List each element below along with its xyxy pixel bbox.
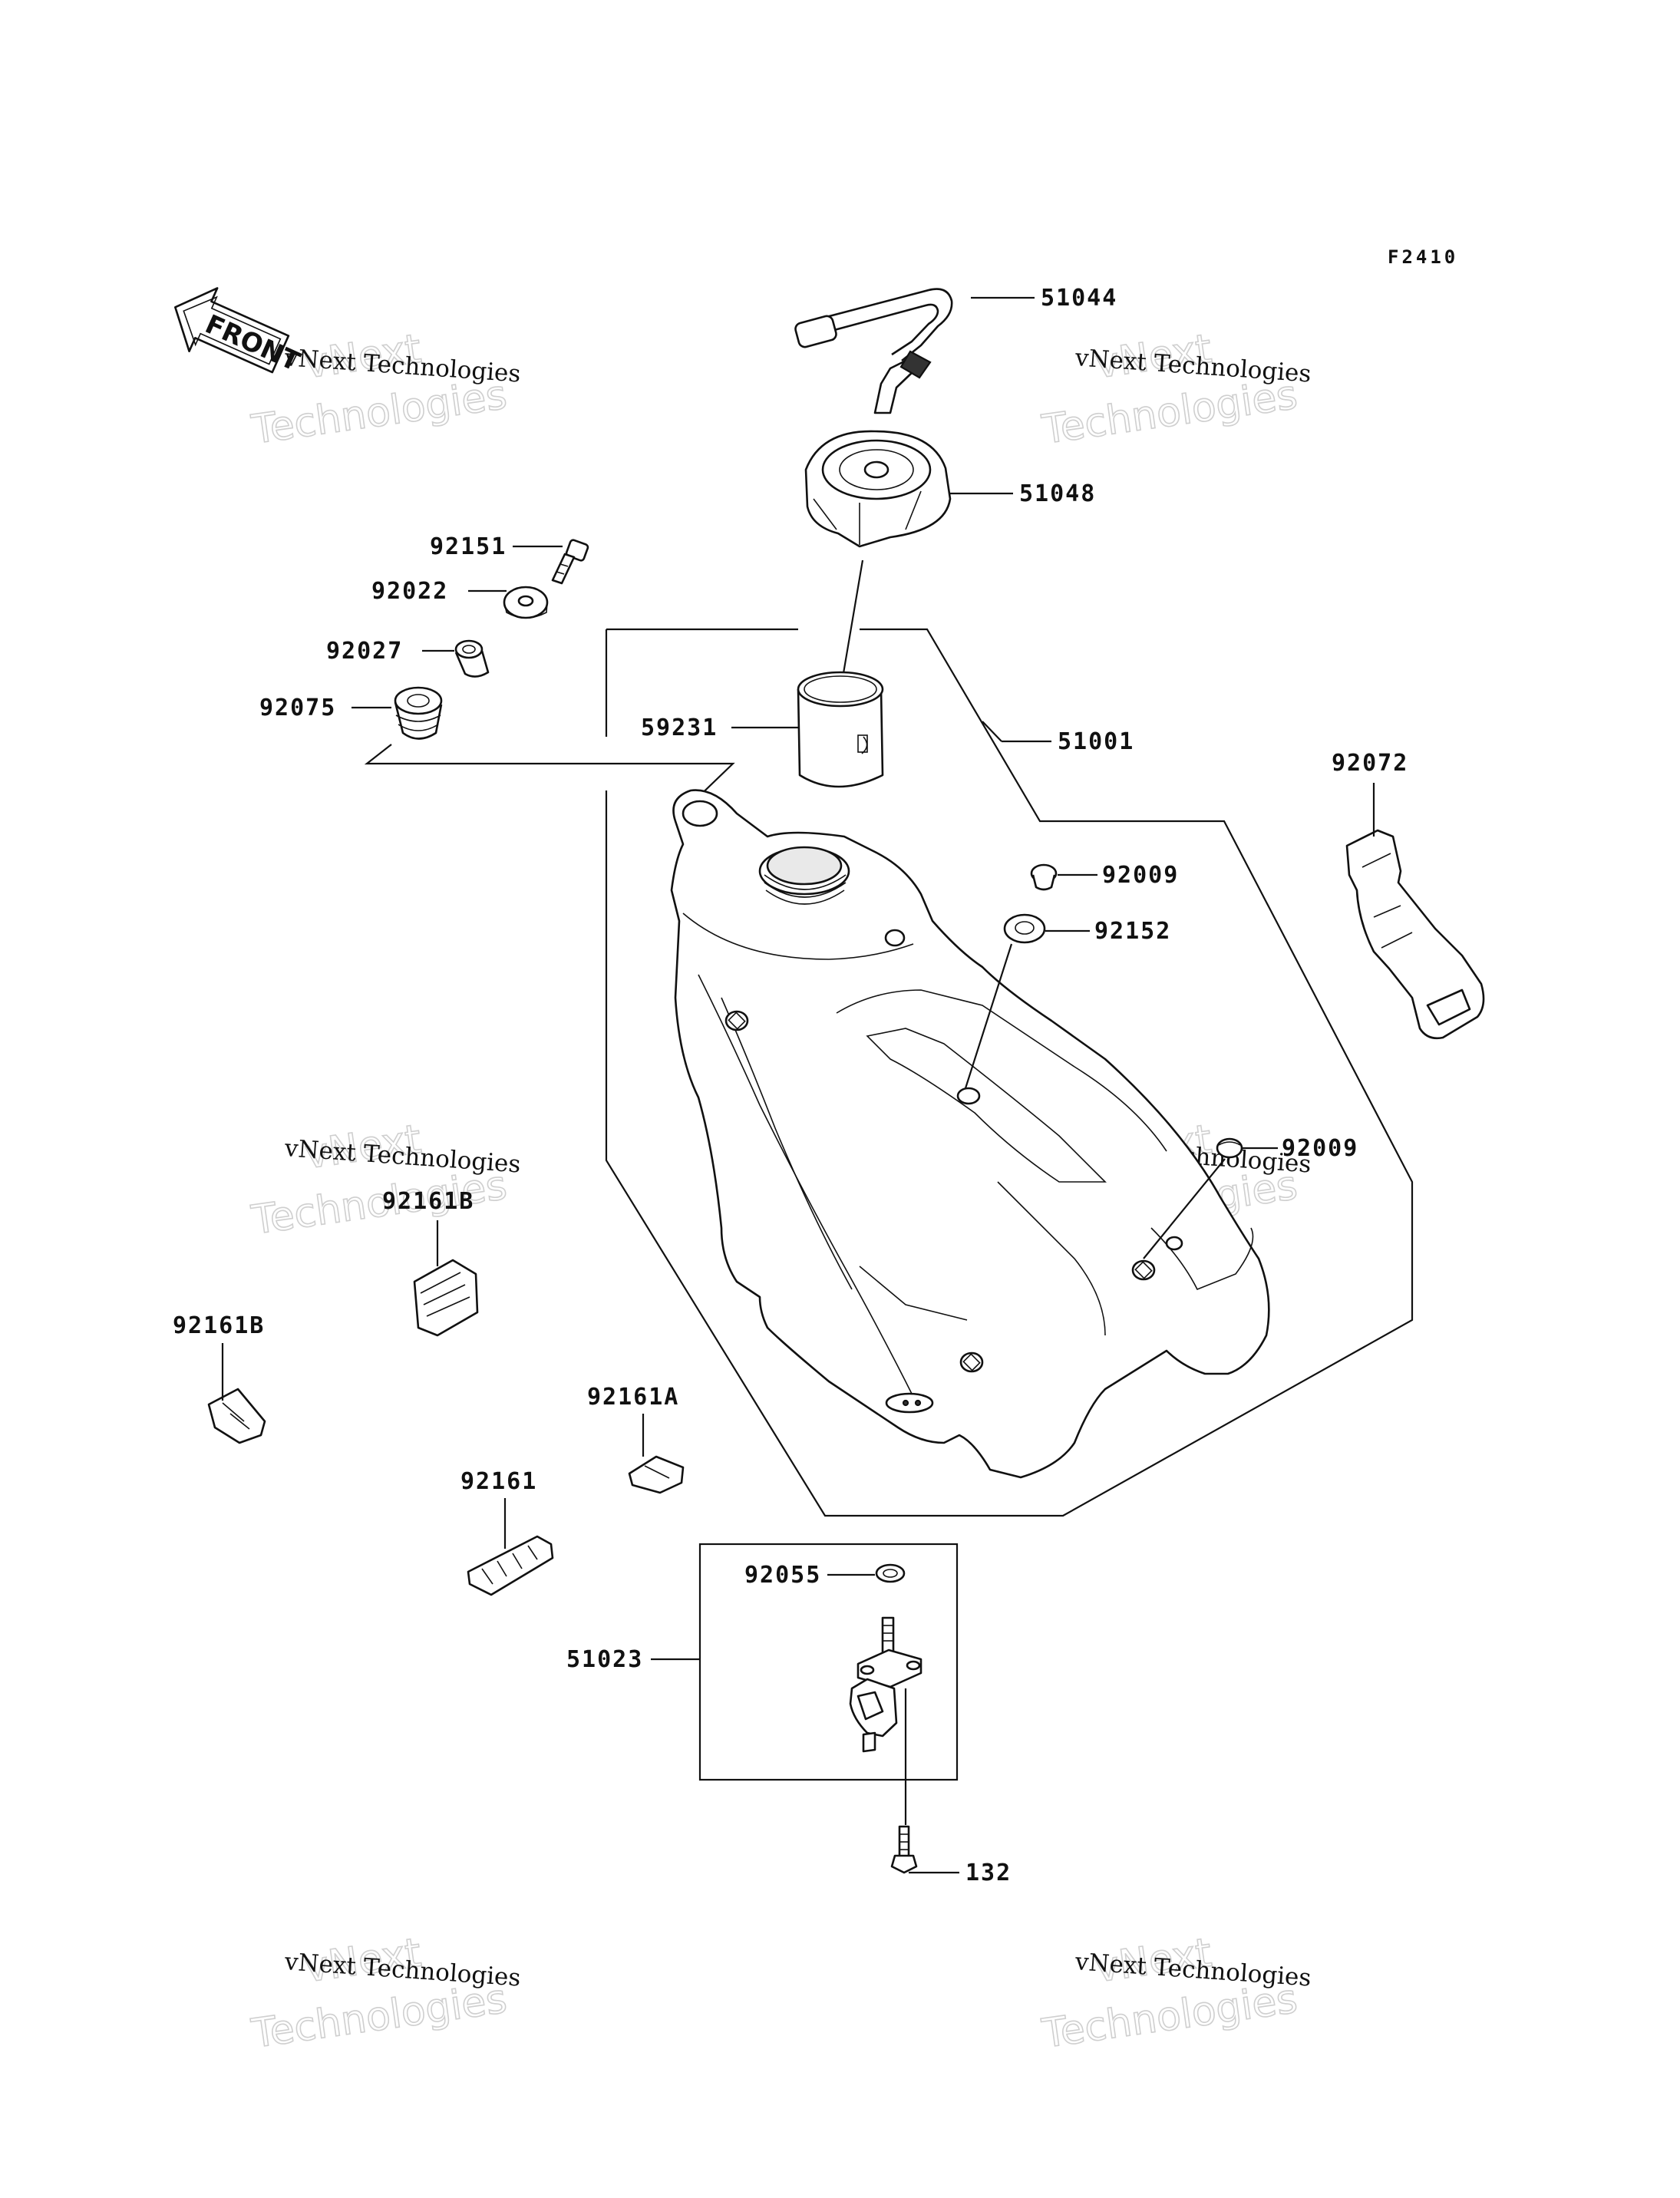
label-92161B-upper: 92161B [382, 1188, 474, 1215]
label-59231: 59231 [641, 715, 718, 741]
cap-92009-lower [1216, 1137, 1243, 1159]
label-92055: 92055 [744, 1562, 821, 1589]
label-92161: 92161 [460, 1468, 537, 1495]
tank-group-frame [605, 628, 1414, 1517]
damper-92161B-upper [413, 1259, 479, 1337]
grommet-92075 [394, 686, 443, 740]
damper-92161A [628, 1455, 685, 1494]
fuel-tap-group-frame [698, 1543, 959, 1781]
label-92009-upper: 92009 [1102, 862, 1179, 889]
label-92009-lower: 92009 [1282, 1135, 1358, 1162]
label-92161B-lower: 92161B [173, 1312, 265, 1339]
oring-92055 [875, 1563, 906, 1583]
leader-92075-tank [364, 744, 735, 805]
fuel-hose [794, 288, 953, 414]
label-51023: 51023 [566, 1646, 643, 1673]
collar-92027 [454, 639, 490, 678]
label-92027: 92027 [326, 638, 403, 665]
leader-lines [221, 296, 1375, 1874]
label-51001: 51001 [1058, 728, 1134, 755]
screw-132 [890, 1825, 918, 1874]
front-arrow-icon: FRONT [174, 287, 305, 378]
bolt-92151 [551, 539, 589, 585]
washer-92022 [503, 586, 549, 619]
fuel-tap [849, 1616, 923, 1753]
fuel-strainer [797, 671, 884, 788]
damper-92161B-lower [207, 1388, 266, 1444]
label-92022: 92022 [371, 578, 448, 605]
label-51048: 51048 [1019, 480, 1096, 507]
leader-cap-filler [841, 559, 864, 678]
damper-92161 [467, 1535, 554, 1596]
label-132: 132 [965, 1860, 1012, 1886]
label-92152: 92152 [1094, 918, 1171, 945]
label-92161A: 92161A [587, 1384, 679, 1411]
washer-92152 [1003, 913, 1046, 944]
fuel-tank [670, 789, 1270, 1479]
label-92151: 92151 [430, 533, 507, 560]
strap-92072 [1345, 829, 1485, 1040]
fuel-cap [804, 430, 952, 548]
cap-92009-upper [1030, 863, 1058, 891]
figure-code: F2410 [1388, 246, 1458, 268]
label-92072: 92072 [1332, 750, 1408, 777]
label-51044: 51044 [1041, 285, 1117, 312]
label-92075: 92075 [259, 695, 336, 721]
